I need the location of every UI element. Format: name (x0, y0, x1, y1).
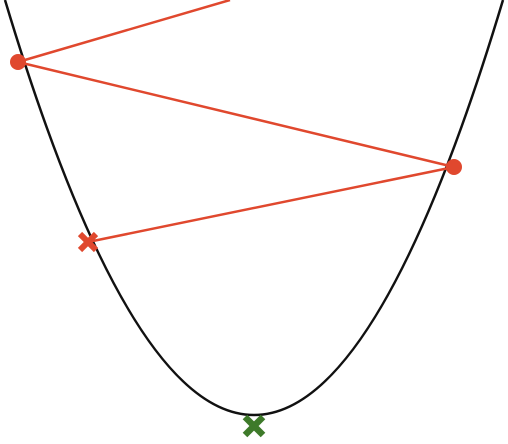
path-point-3-x-icon (77, 231, 99, 253)
parabola-curve (3, 0, 505, 416)
path-segment-1 (17, 60, 455, 169)
path-point-1-dot (10, 54, 26, 70)
path-segment-incoming (17, 0, 231, 64)
minimum-x-icon (242, 414, 266, 438)
descent-path (17, 0, 455, 244)
path-point-2-dot (446, 159, 462, 175)
path-segment-2 (87, 165, 455, 244)
